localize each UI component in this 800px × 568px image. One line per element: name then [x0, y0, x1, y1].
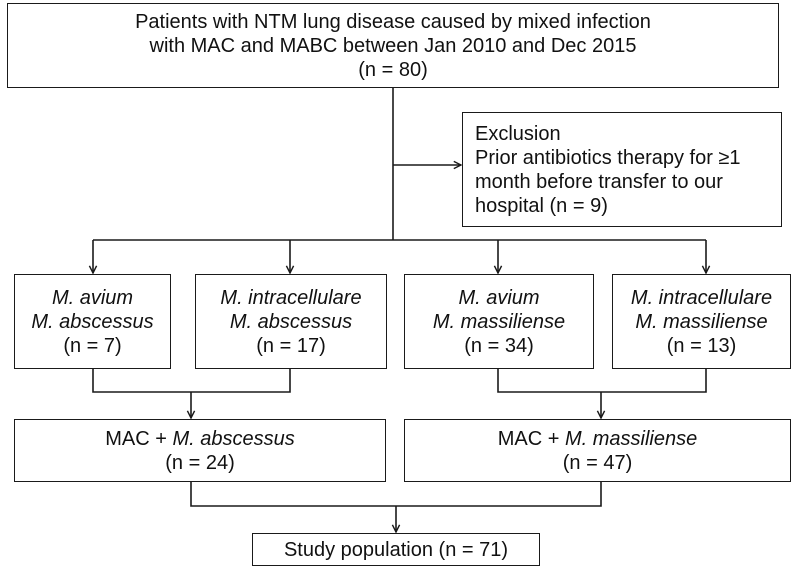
combined-2-species: M. massiliense — [564, 427, 698, 450]
group-1-species-2: M. abscessus — [31, 310, 154, 333]
group-box-intracellulare-massiliense: M. intracellulare M. massiliense (n = 13… — [612, 274, 791, 369]
group-box-intracellulare-abscessus: M. intracellulare M. abscessus (n = 17) — [195, 274, 387, 369]
group-3-species-1: M. avium — [458, 286, 540, 309]
group-box-avium-abscessus: M. avium M. abscessus (n = 7) — [14, 274, 171, 369]
study-population-label: Study population (n = 71) — [283, 538, 509, 561]
combined-1-species: M. abscessus — [172, 427, 295, 450]
patients-line-1: Patients with NTM lung disease caused by… — [135, 10, 651, 33]
connector-merge-bottom — [190, 482, 602, 507]
group-2-species-2: M. abscessus — [229, 310, 353, 333]
combined-1-prefix: MAC + — [105, 427, 173, 450]
exclusion-box: Exclusion Prior antibiotics therapy for … — [462, 112, 782, 227]
exclusion-line-4: hospital (n = 9) — [475, 194, 608, 217]
patients-line-2: with MAC and MABC between Jan 2010 and D… — [149, 34, 637, 57]
patients-box: Patients with NTM lung disease caused by… — [7, 3, 779, 88]
group-4-count: (n = 13) — [666, 334, 737, 357]
study-population-box: Study population (n = 71) — [252, 533, 540, 566]
connector-merge-right — [497, 369, 707, 393]
combined-2-count: (n = 47) — [562, 451, 633, 474]
combined-2-prefix: MAC + — [497, 427, 565, 450]
group-4-species-1: M. intracellulare — [630, 286, 773, 309]
group-box-avium-massiliense: M. avium M. massiliense (n = 34) — [404, 274, 594, 369]
combined-box-abscessus: MAC + M. abscessus (n = 24) — [14, 419, 386, 482]
group-3-count: (n = 34) — [464, 334, 534, 357]
combined-box-massiliense: MAC + M. massiliense (n = 47) — [404, 419, 791, 482]
group-1-count: (n = 7) — [63, 334, 122, 357]
group-2-species-1: M. intracellulare — [220, 286, 362, 309]
group-2-count: (n = 17) — [256, 334, 326, 357]
combined-1-label: MAC + M. abscessus — [105, 427, 295, 451]
exclusion-title: Exclusion — [475, 122, 561, 145]
exclusion-line-2: Prior antibiotics therapy for ≥1 — [475, 146, 741, 169]
group-1-species-1: M. avium — [51, 286, 134, 309]
combined-1-count: (n = 24) — [165, 451, 235, 474]
patients-count: (n = 80) — [358, 58, 428, 81]
connector-merge-left — [92, 369, 291, 393]
group-3-species-2: M. massiliense — [432, 310, 566, 333]
exclusion-line-3: month before transfer to our — [475, 170, 723, 193]
group-4-species-2: M. massiliense — [635, 310, 768, 333]
combined-2-label: MAC + M. massiliense — [498, 427, 698, 451]
